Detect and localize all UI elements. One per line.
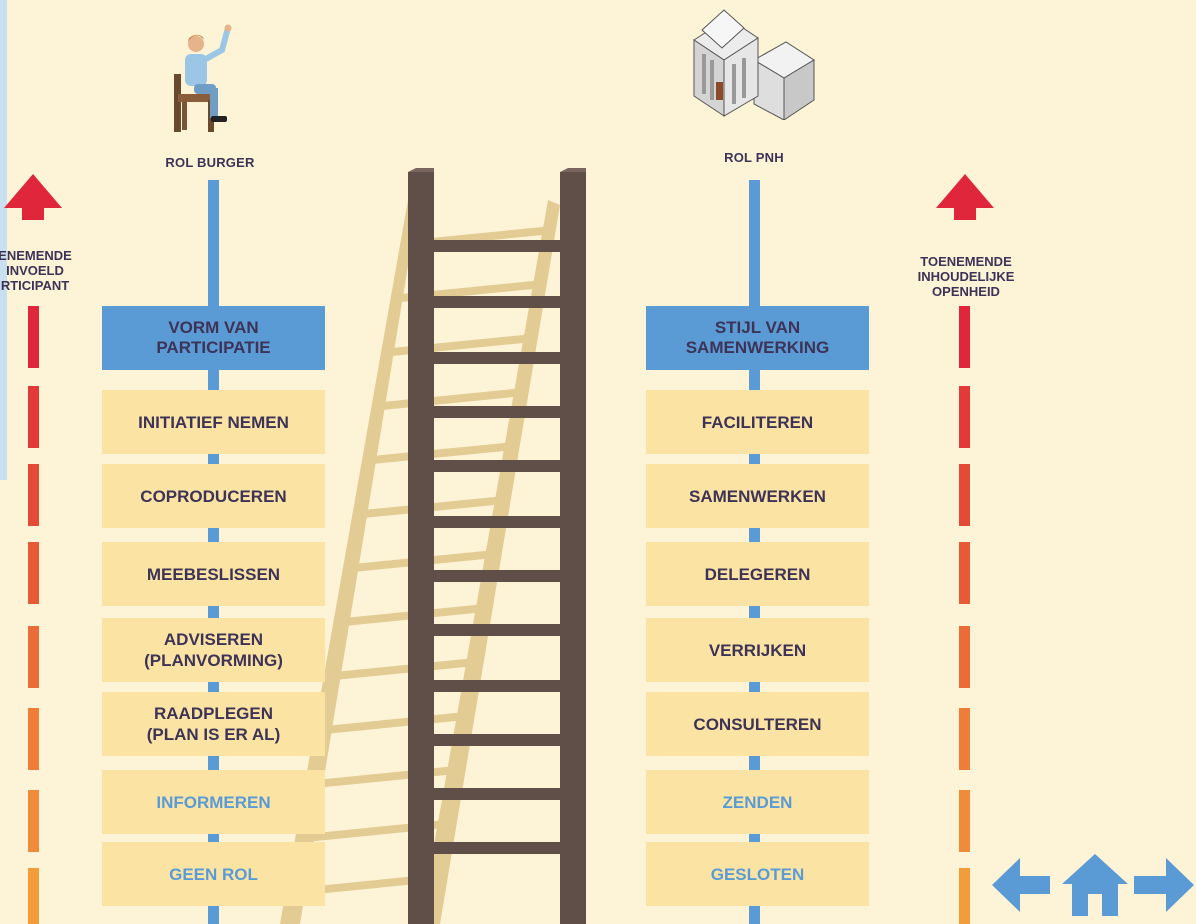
ladder-rung bbox=[434, 240, 560, 252]
right-axis-dash bbox=[959, 626, 970, 688]
left-column-label: ROL BURGER bbox=[165, 155, 255, 170]
right-axis-dash bbox=[959, 542, 970, 604]
left-axis-label: ENEMENDE INVOELD RTICIPANT bbox=[0, 248, 72, 293]
ladder-rung bbox=[434, 680, 560, 692]
right-column-label: ROL PNH bbox=[724, 150, 784, 165]
left-column-step: ADVISEREN (PLANVORMING) bbox=[102, 618, 325, 682]
left-column-step: GEEN ROL bbox=[102, 842, 325, 906]
ladder bbox=[408, 168, 586, 924]
ladder-rung bbox=[434, 296, 560, 308]
left-column-step: MEEBESLISSEN bbox=[102, 542, 325, 606]
shadow-rung bbox=[334, 658, 476, 680]
right-axis-dash bbox=[959, 386, 970, 448]
right-axis-dash bbox=[959, 708, 970, 770]
left-column-step: INITIATIEF NEMEN bbox=[102, 390, 325, 454]
left-column-step: COPRODUCEREN bbox=[102, 464, 325, 528]
right-axis-dash bbox=[959, 868, 970, 924]
home-icon[interactable] bbox=[1060, 852, 1130, 918]
right-axis-dash bbox=[959, 306, 970, 368]
right-column-step: GESLOTEN bbox=[646, 842, 869, 906]
left-column-header: VORM VAN PARTICIPATIE bbox=[102, 306, 325, 370]
right-column-step: FACILITEREN bbox=[646, 390, 869, 454]
person-on-chair-icon bbox=[174, 24, 232, 132]
right-axis-dash bbox=[959, 790, 970, 852]
right-column-step: CONSULTEREN bbox=[646, 692, 869, 756]
ladder-rung bbox=[434, 788, 560, 800]
left-axis-dash bbox=[28, 626, 39, 688]
left-axis-dash bbox=[28, 542, 39, 604]
ladder-rung bbox=[434, 624, 560, 636]
left-column-step: RAADPLEGEN (PLAN IS ER AL) bbox=[102, 692, 325, 756]
shadow-rung bbox=[296, 874, 437, 896]
ladder-rung bbox=[434, 516, 560, 528]
left-axis-dash bbox=[28, 708, 39, 770]
left-column-step: INFORMEREN bbox=[102, 770, 325, 834]
right-column-step: SAMENWERKEN bbox=[646, 464, 869, 528]
left-axis-dash bbox=[28, 868, 39, 924]
ladder-rung bbox=[434, 352, 560, 364]
right-column-step: VERRIJKEN bbox=[646, 618, 869, 682]
left-axis-dash bbox=[28, 306, 39, 368]
right-axis-label: TOENEMENDE INHOUDELIJKE OPENHEID bbox=[917, 254, 1015, 299]
right-column-header: STIJL VAN SAMENWERKING bbox=[646, 306, 869, 370]
right-axis-arrow-icon bbox=[936, 174, 994, 220]
left-axis-dash bbox=[28, 386, 39, 448]
ladder-rung bbox=[434, 842, 560, 854]
arrow-right-icon[interactable] bbox=[1132, 852, 1196, 918]
ladder-rung bbox=[434, 734, 560, 746]
right-axis-dash bbox=[959, 464, 970, 526]
arrow-left-icon[interactable] bbox=[988, 852, 1054, 918]
building-icon bbox=[693, 9, 815, 120]
ladder-rung bbox=[434, 460, 560, 472]
left-axis-dash bbox=[28, 464, 39, 526]
left-edge-strip bbox=[0, 0, 7, 480]
ladder-rung bbox=[434, 570, 560, 582]
right-column-step: DELEGEREN bbox=[646, 542, 869, 606]
ladder-rung bbox=[434, 406, 560, 418]
left-axis-arrow-icon bbox=[4, 174, 62, 220]
left-axis-dash bbox=[28, 790, 39, 852]
right-column-step: ZENDEN bbox=[646, 770, 869, 834]
